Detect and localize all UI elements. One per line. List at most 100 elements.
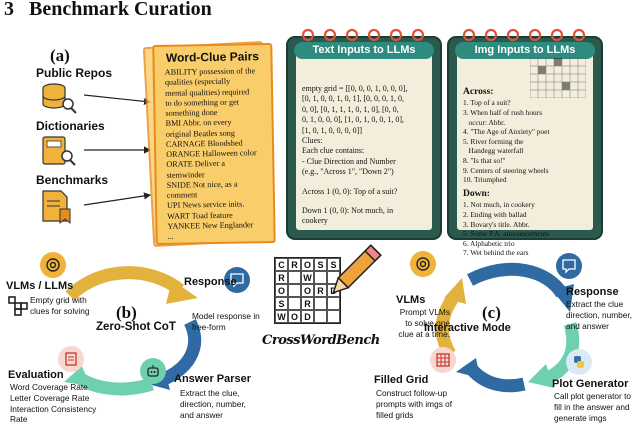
text-line bbox=[302, 178, 430, 187]
text-line: 3. Bovary's title. Abbr. bbox=[463, 219, 530, 229]
text-line: 4. "The Age of Anxiety" poet bbox=[463, 127, 550, 137]
response-desc-line: free-form bbox=[192, 321, 226, 332]
interactive-mode: Interactive Mode bbox=[424, 322, 511, 334]
text-line: 1. Not much, in cookery bbox=[463, 200, 535, 210]
section-heading: Benchmark Curation bbox=[29, 0, 212, 20]
panel-b-label: (b) bbox=[116, 303, 137, 322]
logo-grid-cell: W bbox=[275, 310, 288, 323]
chat-icon-2 bbox=[556, 253, 582, 279]
vlms-desc-line: clue at a time. bbox=[398, 328, 450, 339]
text-line: 0, 0], [0, 1, 1, 1, 0, 1, 0], [0, 0, bbox=[302, 104, 399, 114]
across-label: Across: bbox=[463, 87, 494, 97]
zero-shot-loop-arrows bbox=[64, 266, 202, 396]
logo-grid-cell: R bbox=[288, 258, 301, 271]
text-line: occur: Abbr. bbox=[463, 117, 506, 127]
robot-icon bbox=[140, 358, 166, 384]
source-arrows bbox=[83, 94, 152, 206]
text-line: 0, 1, 0, 0, 0], [1, 0, 1, 0, 0, 1, 0], bbox=[302, 115, 404, 125]
section-number: 3 bbox=[4, 0, 14, 20]
answer-parser-title: Answer Parser bbox=[174, 373, 252, 385]
board-spiral bbox=[301, 28, 425, 42]
text-line: Each clue contains: bbox=[302, 146, 365, 156]
parser-desc-line: Extract the clue, bbox=[180, 388, 240, 398]
vlms-desc: Prompt VLMs to solve one clue at a time. bbox=[380, 307, 450, 339]
metric-line: Word Coverage Rate bbox=[10, 382, 88, 392]
response-desc-line: Model response in bbox=[192, 311, 260, 321]
plot-generator-title: Plot Generator bbox=[552, 378, 629, 390]
text-line: ... bbox=[167, 231, 174, 241]
text-line: empty grid = [[0, 0, 0, 1, 0, 0, 0], bbox=[302, 84, 408, 93]
response-desc-line: Extract the clue bbox=[566, 299, 624, 309]
logo-grid-cell: R bbox=[301, 297, 314, 310]
logo-grid-cell: C bbox=[275, 258, 288, 271]
parser-desc-line: direction, number, bbox=[180, 398, 246, 409]
text-line: 8. "Is that so!" bbox=[463, 156, 506, 166]
text-line: 7. Wet behind the ears bbox=[463, 248, 529, 258]
logo-grid-cell bbox=[327, 297, 340, 310]
text-line: (e.g., "Across 1", "Down 2") bbox=[302, 167, 394, 177]
text-line: 5. River forming the bbox=[463, 136, 524, 146]
word-clue-note: Word-Clue Pairs ABILITY possession of th… bbox=[152, 42, 276, 246]
logo-grid-cell: S bbox=[275, 297, 288, 310]
chat-icon bbox=[224, 267, 250, 293]
text-line: Clues: bbox=[302, 135, 323, 145]
logo-grid-cell bbox=[288, 271, 301, 284]
logo-grid-cell: O bbox=[301, 284, 314, 297]
panel-c-label: (c) bbox=[482, 303, 501, 322]
text-line: 10. Triumphed bbox=[463, 175, 507, 185]
logo-grid-cell: W bbox=[301, 271, 314, 284]
vlms-desc-line: clues for solving bbox=[30, 305, 90, 316]
metric-line: Letter Coverage Rate bbox=[10, 392, 90, 403]
grid-icon bbox=[8, 296, 28, 316]
parser-desc-line: and answer bbox=[180, 409, 223, 420]
text-line: cookery bbox=[302, 216, 328, 226]
logo-grid-cell bbox=[288, 284, 301, 297]
vlms-title: VLMs bbox=[396, 294, 426, 306]
logo-grid-cell: S bbox=[327, 258, 340, 271]
crosswordbench-logo-text: CrossWordBench bbox=[262, 333, 380, 348]
logo-grid-cell: D bbox=[301, 310, 314, 323]
text-line: YANKEE New Englander bbox=[167, 220, 254, 231]
answer-parser-desc: Extract the clue, direction, number, and… bbox=[180, 388, 246, 420]
text-line: 5. Some P.A. announcements bbox=[463, 229, 550, 239]
response-desc: Model response in free-form bbox=[192, 311, 260, 333]
text-line: [1, 0, 1, 0, 0, 0, 0]] bbox=[302, 125, 362, 135]
source-label-dictionaries: Dictionaries bbox=[36, 119, 105, 133]
text-line: 6. Alphabetic trio bbox=[463, 238, 515, 248]
img-inputs-content: Across: 1. Top of a suit?3. When half of… bbox=[463, 86, 593, 258]
python-icon bbox=[566, 349, 592, 375]
text-inputs-board: Text Inputs to LLMs empty grid = [[0, 0,… bbox=[286, 36, 442, 240]
openai-icon-2 bbox=[410, 251, 436, 277]
filled-desc-line: filled grids bbox=[376, 409, 414, 420]
text-line bbox=[302, 197, 430, 206]
report-icon bbox=[58, 346, 84, 372]
text-line: 9. Centers of steering wheels bbox=[463, 165, 549, 175]
evaluation-metrics: Word Coverage Rate Letter Coverage Rate … bbox=[10, 382, 96, 425]
board-spiral-2 bbox=[462, 28, 586, 42]
down-label: Down: bbox=[463, 188, 490, 199]
text-inputs-content: empty grid = [[0, 0, 0, 1, 0, 0, 0],[0, … bbox=[302, 84, 430, 227]
image-grid-icon bbox=[430, 347, 456, 373]
openai-icon bbox=[40, 252, 66, 278]
source-label-public-repos: Public Repos bbox=[36, 66, 113, 80]
logo-grid-cell bbox=[314, 310, 327, 323]
text-line: Down 1 (0, 0): Not much, in bbox=[302, 205, 394, 215]
text-line: [0, 1, 0, 0, 1, 0, 1], [0, 0, 0, 1, 0, bbox=[302, 94, 404, 104]
logo-grid-cell: S bbox=[314, 258, 327, 271]
plot-desc-line: generate imgs bbox=[554, 412, 607, 423]
filled-desc-line: Construct follow-up bbox=[376, 388, 448, 398]
panel-a-label: (a) bbox=[50, 46, 70, 65]
logo-grid-cell: O bbox=[301, 258, 314, 271]
text-line: 2. Ending with ballad bbox=[463, 209, 527, 219]
database-search-icon bbox=[42, 83, 77, 114]
word-clue-title: Word-Clue Pairs bbox=[165, 49, 260, 65]
logo-grid-cell: R bbox=[275, 271, 288, 284]
pencil-icon bbox=[332, 244, 382, 294]
logo-grid-cell: O bbox=[275, 284, 288, 297]
filled-desc-line: prompts with imgs of bbox=[376, 398, 453, 409]
logo-grid-cell bbox=[314, 297, 327, 310]
text-line: - Clue Direction and Number bbox=[302, 156, 396, 166]
plot-desc-line: fill in the answer and bbox=[554, 401, 630, 412]
logo-grid-cell bbox=[288, 297, 301, 310]
